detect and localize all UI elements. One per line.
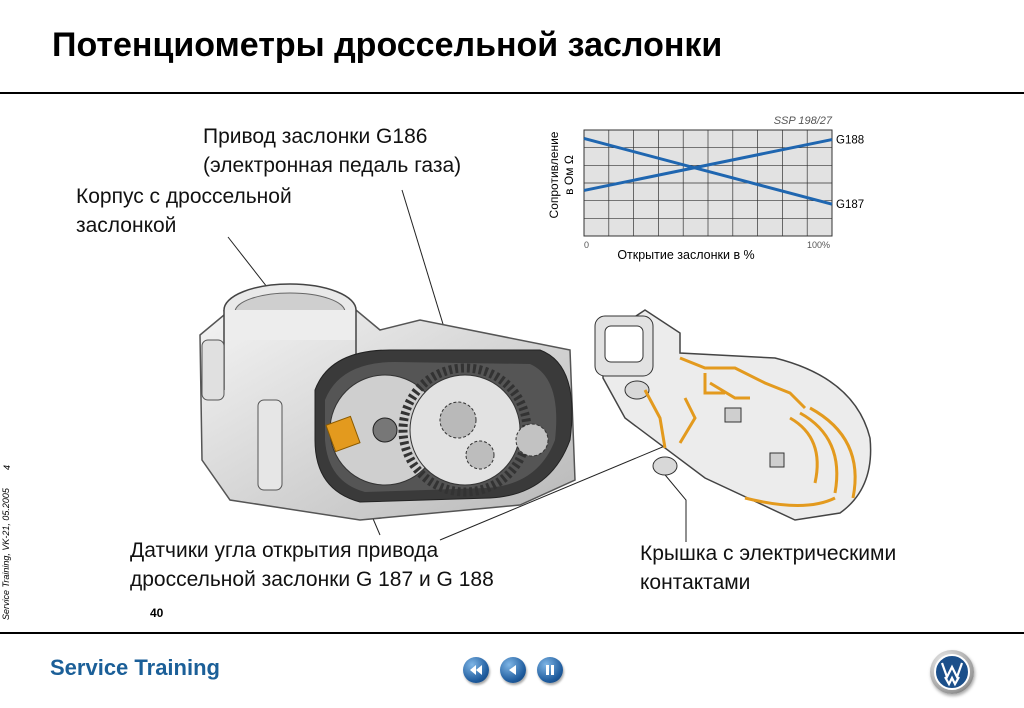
play-left-icon [509,665,516,675]
leader-cover [660,469,687,542]
chart-series-g188 [583,138,833,192]
page-title: Потенциометры дроссельной заслонки [52,26,723,64]
label-sensors: Датчики угла открытия привода дроссельно… [130,539,494,591]
footer-rule [0,632,1024,634]
chart-x-tick-end: 100% [807,240,830,250]
chart-x-tick-start: 0 [584,240,589,250]
throttle-body-illustration [199,283,576,521]
chart-series-g187 [583,137,833,206]
label-actuator: Привод заслонки G186 (электронная педаль… [203,125,462,177]
leader-sensor-2 [439,437,685,541]
chart-xlabel: Открытие заслонки в % [617,248,754,262]
chart-ylabel-2: в Ом Ω [562,155,576,195]
chart-series-label-g187: G187 [836,199,864,211]
chart-ylabel-1: Сопротивление [547,131,561,218]
header-rule [0,92,1024,94]
slide-number: 40 [150,606,164,620]
chart-title: SSP 198/27 [774,115,833,127]
pause-button[interactable] [537,657,563,683]
vw-logo-icon [934,654,970,690]
pause-icon [546,665,554,675]
vw-logo [930,650,974,694]
cover-illustration [594,309,872,521]
first-page-button[interactable] [463,657,489,683]
side-info: Service Training, VK-21, 05.2005 [1,488,11,620]
chart-series-label-g188: G188 [836,135,864,147]
rewind-icon [470,665,482,675]
previous-page-button[interactable] [500,657,526,683]
side-page-number: 4 [2,464,12,470]
footer-title: Service Training [50,655,220,680]
label-housing: Корпус с дроссельной заслонкой [76,185,292,237]
resistance-chart: SSP 198/27 Сопротивление в Ом Ω G188G187… [547,115,864,262]
label-cover: Крышка с электрическими контактами [640,542,897,594]
